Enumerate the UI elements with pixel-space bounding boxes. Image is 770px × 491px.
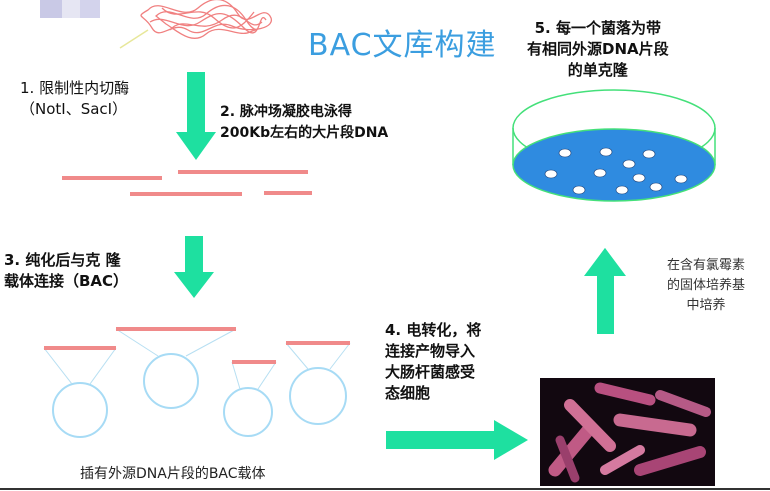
vector-inserts: [44, 327, 350, 364]
pointer-line: [119, 29, 149, 49]
step-2-label: 2. 脉冲场凝胶电泳得 200Kb左右的大片段DNA: [220, 102, 388, 144]
step-3-line-1: 3. 纯化后与克 隆: [4, 251, 121, 269]
step-4-label: 4. 电转化，将 连接产物导入 大肠杆菌感受 态细胞: [385, 320, 481, 404]
bac-vectors: [52, 353, 347, 438]
culture-note: 在含有氯霉素 的固体培养基 中培养: [650, 256, 762, 316]
step-5-line-2: 有相同外源DNA片段: [527, 40, 669, 58]
step-5-label: 5. 每一个菌落为带 有相同外源DNA片段 的单克隆: [527, 18, 669, 81]
step-5-line-1: 5. 每一个菌落为带: [534, 19, 661, 37]
arrow-right: [386, 420, 528, 460]
step-4-line-3: 大肠杆菌感受: [385, 363, 476, 381]
bacteria-image: [540, 378, 715, 486]
step-1-label: 1. 限制性内切酶 （NotI、SacI）: [20, 78, 129, 120]
step-2-line-2: 200Kb左右的大片段DNA: [220, 125, 389, 141]
culture-note-line-2: 的固体培养基: [666, 278, 745, 293]
step-4-line-4: 态细胞: [385, 384, 431, 402]
arrow-down-2: [174, 236, 214, 298]
step-3-label: 3. 纯化后与克 隆 载体连接（BAC）: [4, 250, 128, 292]
decor-squares: [40, 0, 100, 18]
arrow-down-1: [176, 72, 216, 160]
step-2-line-1: 2. 脉冲场凝胶电泳得: [220, 104, 352, 120]
step-1-line-1: 1. 限制性内切酶: [20, 79, 130, 97]
step-1-line-2: （NotI、SacI）: [20, 100, 128, 118]
genomic-dna-tangle: [140, 0, 273, 39]
step-4-line-2: 连接产物导入: [385, 342, 476, 360]
step-4-line-1: 4. 电转化，将: [385, 321, 482, 339]
page-title: BAC文库构建: [308, 28, 497, 63]
culture-note-line-1: 在含有氯霉素: [666, 258, 745, 273]
petri-dish: [512, 89, 716, 202]
step-3-line-2: 载体连接（BAC）: [4, 272, 129, 290]
vector-arms: [43, 328, 351, 390]
arrow-up: [584, 248, 626, 334]
culture-note-line-3: 中培养: [686, 298, 726, 313]
step-5-line-3: 的单克隆: [567, 61, 628, 79]
dna-fragments: [62, 170, 312, 196]
vector-caption: 插有外源DNA片段的BAC载体: [80, 466, 266, 482]
